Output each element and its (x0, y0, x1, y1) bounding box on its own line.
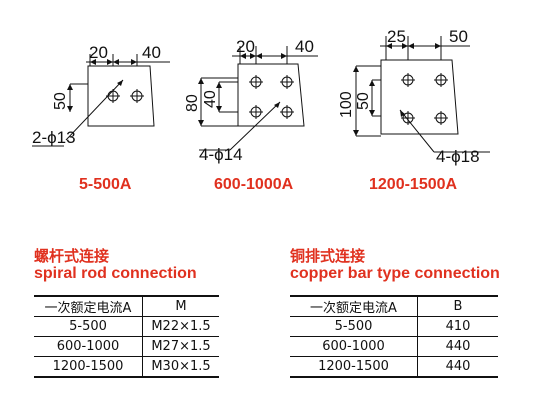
cell-current: 1200-1500 (290, 356, 418, 377)
bolt-hole (249, 105, 263, 119)
copper-spec-table: 一次额定电流A B 5-500 410 600-1000 440 1200-15… (290, 295, 498, 378)
terminal-drawings: 20 40 50 2-ϕ13 20 40 (32, 27, 490, 166)
caption-5-500a: 5-500A (79, 176, 132, 193)
dim-side-inner: 40 (202, 90, 219, 108)
table-row: 5-500 M22×1.5 (34, 316, 219, 337)
table-header-row: 一次额定电流A B (290, 296, 498, 317)
diagram-1200-1500a: 25 50 100 50 4-ϕ18 (338, 27, 490, 166)
bolt-hole (130, 89, 144, 103)
header-m: M (175, 299, 187, 314)
spiral-title-en: spiral rod connection (34, 265, 197, 282)
dim-top-b: 50 (449, 27, 468, 46)
bolt-hole (280, 105, 294, 119)
dim-top-a: 25 (387, 27, 406, 46)
cell-length: 410 (445, 319, 471, 334)
terminal-plate (87, 65, 155, 127)
table-row: 1200-1500 M30×1.5 (34, 356, 219, 377)
bolt-hole (249, 75, 263, 89)
cell-thread: M22×1.5 (151, 319, 211, 334)
table-row: 600-1000 440 (290, 336, 498, 357)
cell-thread: M27×1.5 (151, 339, 211, 354)
holes-label: 4-ϕ14 (199, 145, 243, 164)
dim-top-a: 20 (236, 37, 255, 56)
terminal-plate (237, 63, 305, 127)
cell-current: 5-500 (34, 316, 143, 337)
table-row: 1200-1500 440 (290, 356, 498, 377)
cell-current: 600-1000 (34, 336, 143, 357)
bolt-hole (434, 111, 448, 125)
table-header-row: 一次额定电流A M (34, 296, 219, 317)
cell-current: 600-1000 (290, 336, 418, 357)
bolt-hole (401, 73, 415, 87)
terminal-plate (380, 59, 459, 135)
cell-length: 440 (445, 339, 471, 354)
copper-title-zh: 铜排式连接 (290, 247, 366, 265)
diagram-5-500a: 20 40 50 2-ϕ13 (32, 43, 170, 147)
dim-side-outer: 100 (338, 91, 355, 118)
cell-current: 1200-1500 (34, 356, 143, 377)
dim-top-b: 40 (142, 43, 161, 62)
dim-side: 50 (52, 92, 69, 110)
header-current: 一次额定电流A (34, 296, 143, 317)
holes-label: 2-ϕ13 (32, 128, 76, 147)
table-row: 5-500 410 (290, 316, 498, 337)
cell-current: 5-500 (290, 316, 418, 337)
caption-600-1000a: 600-1000A (214, 176, 294, 193)
bolt-hole (280, 75, 294, 89)
dim-top-b: 40 (295, 37, 314, 56)
bolt-hole (434, 73, 448, 87)
diagram-600-1000a: 20 40 80 40 4-ϕ14 (184, 37, 318, 164)
spiral-title-zh: 螺杆式连接 (34, 247, 110, 265)
dim-side-outer: 80 (184, 94, 201, 112)
spiral-spec-table: 一次额定电流A M 5-500 M22×1.5 600-1000 M27×1.5… (34, 295, 219, 378)
caption-1200-1500a: 1200-1500A (369, 176, 458, 193)
copper-title-en: copper bar type connection (290, 265, 500, 282)
cell-thread: M30×1.5 (151, 359, 211, 374)
cell-length: 440 (445, 359, 471, 374)
table-row: 600-1000 M27×1.5 (34, 336, 219, 357)
dim-side-inner: 50 (355, 92, 372, 110)
dim-top-a: 20 (89, 43, 108, 62)
header-current: 一次额定电流A (290, 296, 418, 317)
holes-label: 4-ϕ18 (436, 147, 480, 166)
bolt-hole (401, 111, 415, 125)
header-b: B (453, 299, 463, 314)
